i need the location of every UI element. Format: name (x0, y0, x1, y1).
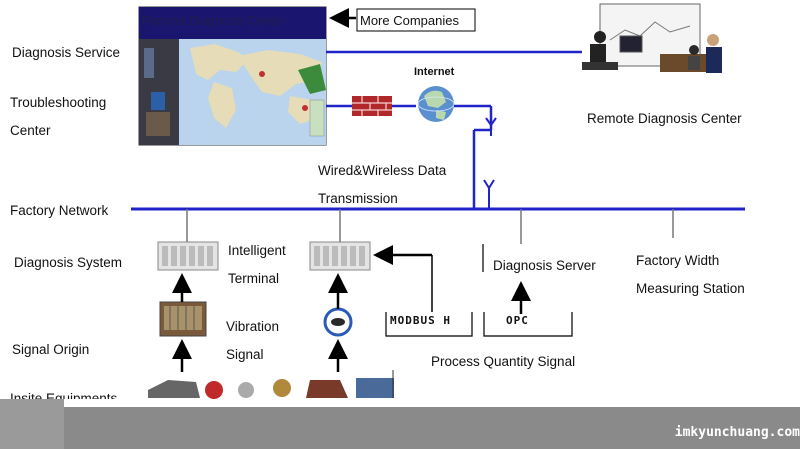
watermark-text: imkyunchuang.com (674, 425, 800, 440)
label-more-companies: More Companies (360, 13, 459, 28)
label-internet: Internet (414, 66, 455, 78)
label-signal: Signal (226, 347, 264, 362)
label-terminal: Terminal (228, 271, 280, 286)
label-intelligent: Intelligent (228, 243, 286, 258)
wireless-antenna-upper (485, 117, 497, 136)
label-remote-diagnosis-center: Remote Diagnosis Center (587, 111, 742, 126)
vibration-signal-device (159, 301, 207, 337)
globe-icon (417, 86, 455, 122)
label-diagnosis-system: Diagnosis System (14, 255, 123, 270)
label-opc: OPC (506, 314, 529, 327)
label-center: Center (10, 123, 51, 138)
label-modbus: MODBUS H (390, 314, 451, 327)
remote-center-screen (138, 6, 327, 146)
label-factory-network: Factory Network (10, 203, 109, 218)
label-troubleshooting: Troubleshooting (10, 95, 107, 110)
wireless-antenna-lower (483, 179, 495, 209)
sensor-device (323, 307, 353, 337)
intelligent-terminal-rack-1 (157, 241, 219, 271)
intelligent-terminal-rack-2 (309, 241, 371, 271)
firewall-icon (352, 96, 392, 116)
label-process-quantity-signal: Process Quantity Signal (431, 354, 576, 369)
remote-center-illustration (582, 3, 722, 73)
more-companies-box (356, 8, 476, 32)
watermark-bar-top-edge (64, 399, 800, 407)
label-measuring-station: Measuring Station (636, 281, 745, 296)
insite-equipment-icons (148, 370, 394, 399)
label-wired-wireless-2: Transmission (318, 191, 398, 206)
watermark-bar-left (0, 399, 64, 449)
label-factory-width: Factory Width (636, 253, 720, 268)
label-diagnosis-server: Diagnosis Server (493, 258, 596, 273)
screen-title: Remote Diagnosis Center (142, 14, 286, 28)
label-wired-wireless-1: Wired&Wireless Data (318, 163, 447, 178)
watermark-bar: imkyunchuang.com (0, 399, 800, 449)
label-signal-origin: Signal Origin (12, 342, 90, 357)
label-vibration: Vibration (226, 319, 280, 334)
label-diagnosis-service: Diagnosis Service (12, 45, 121, 60)
